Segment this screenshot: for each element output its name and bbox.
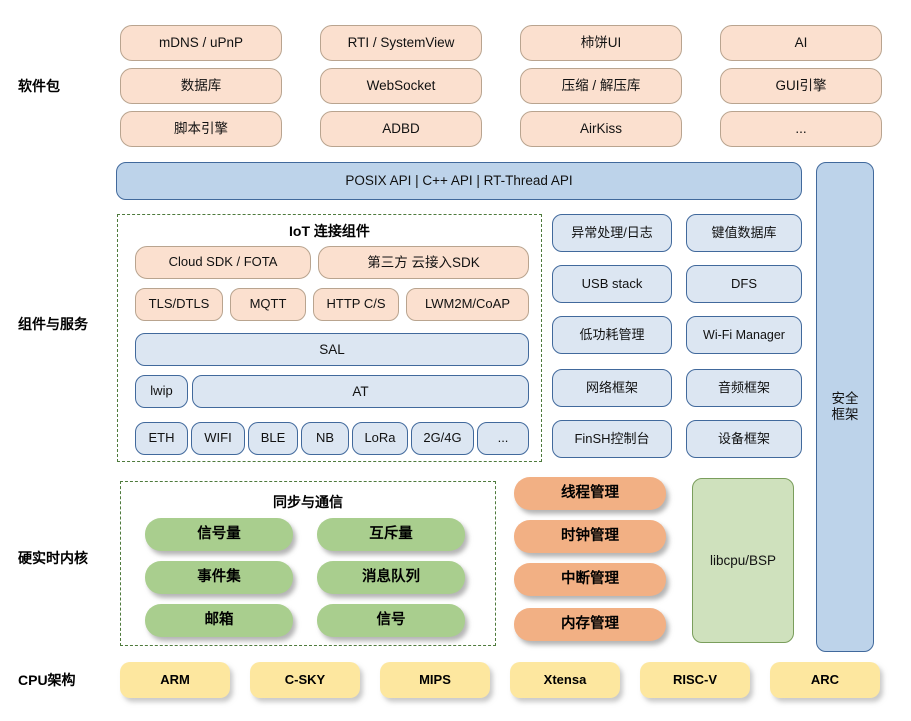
iot-box-third-party-sdk[interactable]: 第三方 云接入SDK (318, 246, 529, 279)
iot-box-at[interactable]: AT (192, 375, 529, 408)
component-box[interactable]: USB stack (552, 265, 672, 303)
package-box[interactable]: AI (720, 25, 882, 61)
component-box[interactable]: Wi-Fi Manager (686, 316, 802, 354)
kernel-sync-pill[interactable]: 信号 (317, 604, 465, 637)
iot-box-sal[interactable]: SAL (135, 333, 529, 366)
cpu-arch-box[interactable]: MIPS (380, 662, 490, 698)
row-label-hard-realtime-kernel: 硬实时内核 (18, 550, 88, 566)
iot-connectivity-title: IoT 连接组件 (289, 223, 370, 239)
kernel-manager-pill[interactable]: 中断管理 (514, 563, 666, 596)
cpu-arch-box[interactable]: Xtensa (510, 662, 620, 698)
component-box[interactable]: 低功耗管理 (552, 316, 672, 354)
iot-link-box[interactable]: BLE (248, 422, 298, 455)
kernel-sync-pill[interactable]: 邮箱 (145, 604, 293, 637)
iot-link-box[interactable]: NB (301, 422, 349, 455)
kernel-sync-pill[interactable]: 消息队列 (317, 561, 465, 594)
component-box[interactable]: 音频框架 (686, 369, 802, 407)
package-box[interactable]: ... (720, 111, 882, 147)
package-box[interactable]: 压缩 / 解压库 (520, 68, 682, 104)
package-box[interactable]: mDNS / uPnP (120, 25, 282, 61)
iot-link-box[interactable]: ETH (135, 422, 188, 455)
iot-link-box[interactable]: LoRa (352, 422, 408, 455)
iot-box-protocol[interactable]: HTTP C/S (313, 288, 399, 321)
row-label-software-packages: 软件包 (18, 78, 60, 94)
package-box[interactable]: 柿饼UI (520, 25, 682, 61)
iot-link-box[interactable]: WIFI (191, 422, 245, 455)
security-framework-line2: 框架 (831, 407, 859, 422)
cpu-arch-box[interactable]: C-SKY (250, 662, 360, 698)
package-box[interactable]: RTI / SystemView (320, 25, 482, 61)
package-box[interactable]: GUI引擎 (720, 68, 882, 104)
iot-box-cloud-sdk[interactable]: Cloud SDK / FOTA (135, 246, 311, 279)
sync-communication-title: 同步与通信 (273, 494, 343, 510)
cpu-arch-box[interactable]: ARC (770, 662, 880, 698)
package-box[interactable]: 脚本引擎 (120, 111, 282, 147)
kernel-sync-pill[interactable]: 事件集 (145, 561, 293, 594)
iot-box-protocol[interactable]: TLS/DTLS (135, 288, 223, 321)
row-label-cpu-architecture: CPU架构 (18, 672, 76, 688)
iot-link-box[interactable]: ... (477, 422, 529, 455)
package-box[interactable]: 数据库 (120, 68, 282, 104)
component-box[interactable]: DFS (686, 265, 802, 303)
cpu-arch-box[interactable]: ARM (120, 662, 230, 698)
package-box[interactable]: AirKiss (520, 111, 682, 147)
iot-box-protocol[interactable]: LWM2M/CoAP (406, 288, 529, 321)
component-box[interactable]: 设备框架 (686, 420, 802, 458)
package-box[interactable]: WebSocket (320, 68, 482, 104)
component-box[interactable]: 网络框架 (552, 369, 672, 407)
iot-box-lwip[interactable]: lwip (135, 375, 188, 408)
api-bar: POSIX API | C++ API | RT-Thread API (116, 162, 802, 200)
component-box[interactable]: 异常处理/日志 (552, 214, 672, 252)
security-framework: 安全 框架 (816, 162, 874, 652)
kernel-sync-pill[interactable]: 信号量 (145, 518, 293, 551)
kernel-manager-pill[interactable]: 线程管理 (514, 477, 666, 510)
cpu-arch-box[interactable]: RISC-V (640, 662, 750, 698)
libcpu-bsp-box[interactable]: libcpu/BSP (692, 478, 794, 643)
kernel-manager-pill[interactable]: 时钟管理 (514, 520, 666, 553)
component-box[interactable]: 键值数据库 (686, 214, 802, 252)
component-box[interactable]: FinSH控制台 (552, 420, 672, 458)
iot-link-box[interactable]: 2G/4G (411, 422, 474, 455)
security-framework-line1: 安全 (831, 391, 859, 407)
kernel-sync-pill[interactable]: 互斥量 (317, 518, 465, 551)
iot-box-protocol[interactable]: MQTT (230, 288, 306, 321)
iot-connectivity-container (117, 214, 542, 462)
kernel-manager-pill[interactable]: 内存管理 (514, 608, 666, 641)
sync-communication-container (120, 481, 496, 646)
package-box[interactable]: ADBD (320, 111, 482, 147)
row-label-components-services: 组件与服务 (18, 316, 88, 332)
